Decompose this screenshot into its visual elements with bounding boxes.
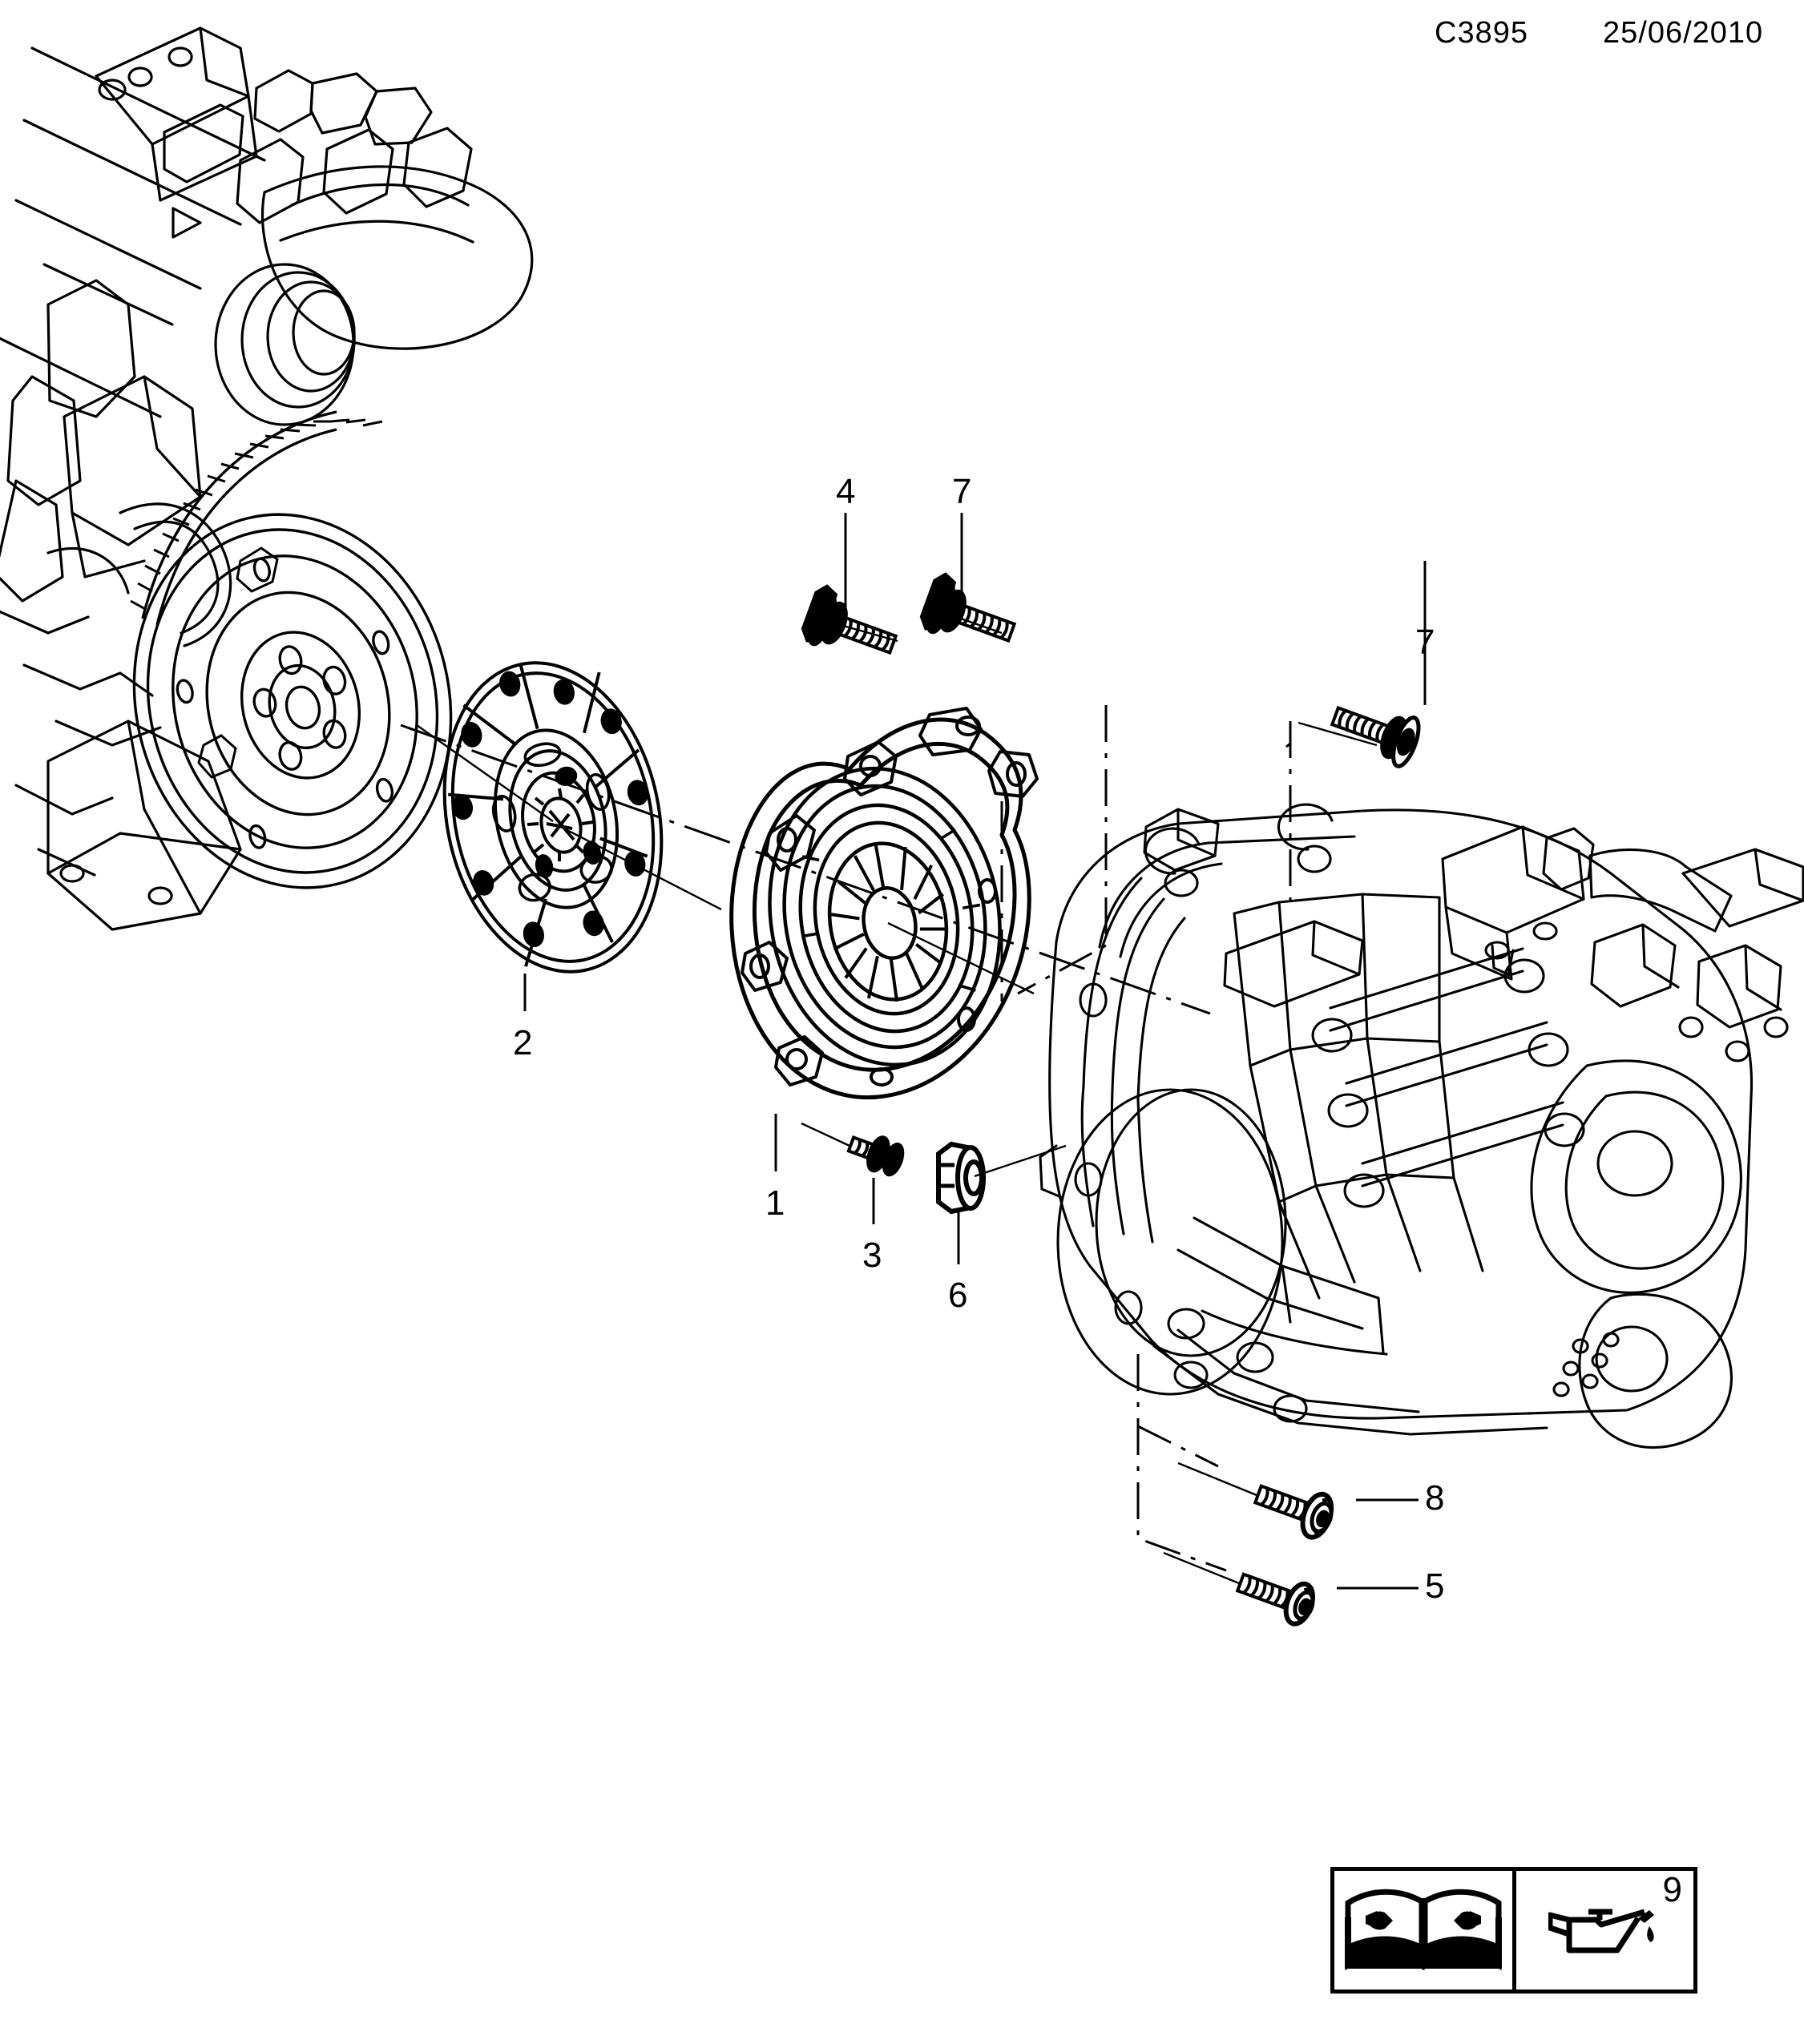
bolt-7-left bbox=[919, 572, 1016, 643]
callout-6: 6 bbox=[948, 1276, 968, 1315]
clutch-driven-disc bbox=[442, 661, 664, 974]
bolt-8 bbox=[1253, 1484, 1334, 1540]
callout-1: 1 bbox=[765, 1183, 785, 1223]
drawing-date: 25/06/2010 bbox=[1603, 16, 1764, 50]
callout-7-left: 7 bbox=[952, 472, 972, 511]
short-bolt bbox=[846, 1135, 905, 1177]
service-icon-box: 9 bbox=[1330, 1867, 1697, 1994]
service-manual-cell bbox=[1334, 1871, 1512, 1990]
icon-box-number: 9 bbox=[1662, 1870, 1682, 1909]
callout-5: 5 bbox=[1425, 1566, 1445, 1606]
oil-can-icon bbox=[1548, 1909, 1655, 1953]
bolt-5 bbox=[1236, 1572, 1315, 1627]
assembly-centreline bbox=[400, 705, 1292, 1572]
callout-7-right: 7 bbox=[1415, 623, 1435, 662]
callout-8: 8 bbox=[1425, 1478, 1445, 1518]
callout-4: 4 bbox=[836, 472, 856, 511]
bolt-7-right bbox=[1330, 706, 1421, 768]
flanged-nut bbox=[936, 1141, 987, 1215]
leader-lines bbox=[416, 513, 1427, 1590]
clutch-pressure-plate bbox=[729, 707, 1039, 1100]
service-manual-icon bbox=[1344, 1889, 1502, 1971]
callout-3: 3 bbox=[862, 1236, 882, 1275]
transmission-housing bbox=[1039, 803, 1804, 1449]
flywheel bbox=[130, 410, 453, 889]
drawing-code: C3895 bbox=[1435, 16, 1528, 50]
callout-2: 2 bbox=[513, 1023, 533, 1062]
bolt-4 bbox=[801, 584, 898, 655]
oil-can-cell: 9 bbox=[1511, 1870, 1694, 1990]
